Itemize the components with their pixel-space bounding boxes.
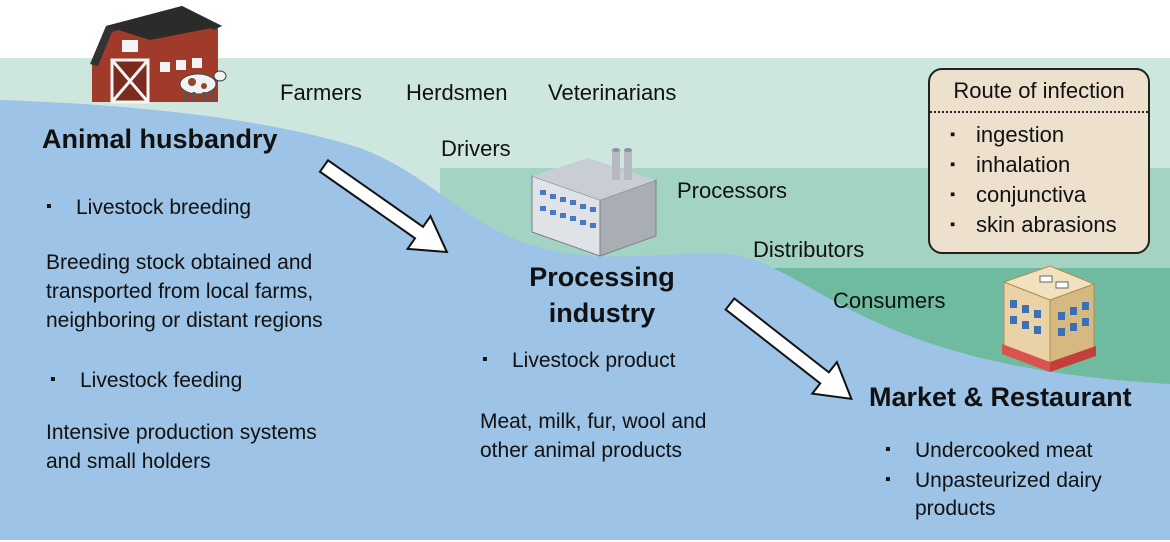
husbandry-desc-breeding-line2: transported from local farms, bbox=[46, 280, 314, 303]
market-bullet-unpasteurized-line2: products bbox=[915, 497, 996, 520]
processing-desc-line2: other animal products bbox=[480, 439, 682, 462]
route-divider bbox=[930, 111, 1148, 113]
husbandry-bullet-breeding: Livestock breeding bbox=[46, 192, 251, 222]
role-herdsmen: Herdsmen bbox=[406, 80, 508, 105]
market-bullet-undercooked: Undercooked meat bbox=[885, 435, 1092, 465]
route-title: Route of infection bbox=[953, 78, 1125, 103]
husbandry-title: Animal husbandry bbox=[42, 124, 278, 154]
husbandry-desc-feeding-line1: Intensive production systems bbox=[46, 421, 317, 444]
role-consumers: Consumers bbox=[833, 288, 946, 313]
arrow-husbandry-to-processing bbox=[318, 158, 449, 254]
husbandry-desc-breeding-line1: Breeding stock obtained and bbox=[46, 251, 313, 274]
husbandry-desc-breeding-line3: neighboring or distant regions bbox=[46, 309, 323, 332]
role-veterinarians: Veterinarians bbox=[548, 80, 677, 105]
processing-desc-line1: Meat, milk, fur, wool and bbox=[480, 410, 707, 433]
role-drivers: Drivers bbox=[441, 136, 511, 161]
factory-icon bbox=[531, 148, 657, 257]
market-title: Market & Restaurant bbox=[869, 382, 1132, 412]
route-item-inhalation: inhalation bbox=[950, 150, 1117, 180]
route-item-skin-abrasions: skin abrasions bbox=[950, 210, 1117, 240]
route-item-conjunctiva: conjunctiva bbox=[950, 180, 1117, 210]
route-list: ingestion inhalation conjunctiva skin ab… bbox=[950, 120, 1117, 240]
role-farmers: Farmers bbox=[280, 80, 362, 105]
blue-slope bbox=[0, 100, 1170, 540]
role-processors: Processors bbox=[677, 178, 788, 203]
processing-bullet-product: Livestock product bbox=[482, 345, 675, 375]
route-item-ingestion: ingestion bbox=[950, 120, 1117, 150]
market-bullet-unpasteurized-line1: Unpasteurized dairy bbox=[885, 465, 1102, 495]
market-building-icon bbox=[1002, 265, 1096, 372]
processing-title-line1: Processing bbox=[529, 262, 675, 292]
husbandry-desc-feeding-line2: and small holders bbox=[46, 450, 211, 473]
husbandry-bullet-feeding: Livestock feeding bbox=[50, 365, 242, 395]
cow-icon bbox=[179, 70, 227, 102]
route-of-infection-box: Route of infection ingestion inhalation … bbox=[928, 68, 1150, 254]
processing-title-line2: industry bbox=[548, 298, 656, 328]
arrow-processing-to-market bbox=[724, 297, 853, 401]
role-distributors: Distributors bbox=[753, 237, 865, 262]
